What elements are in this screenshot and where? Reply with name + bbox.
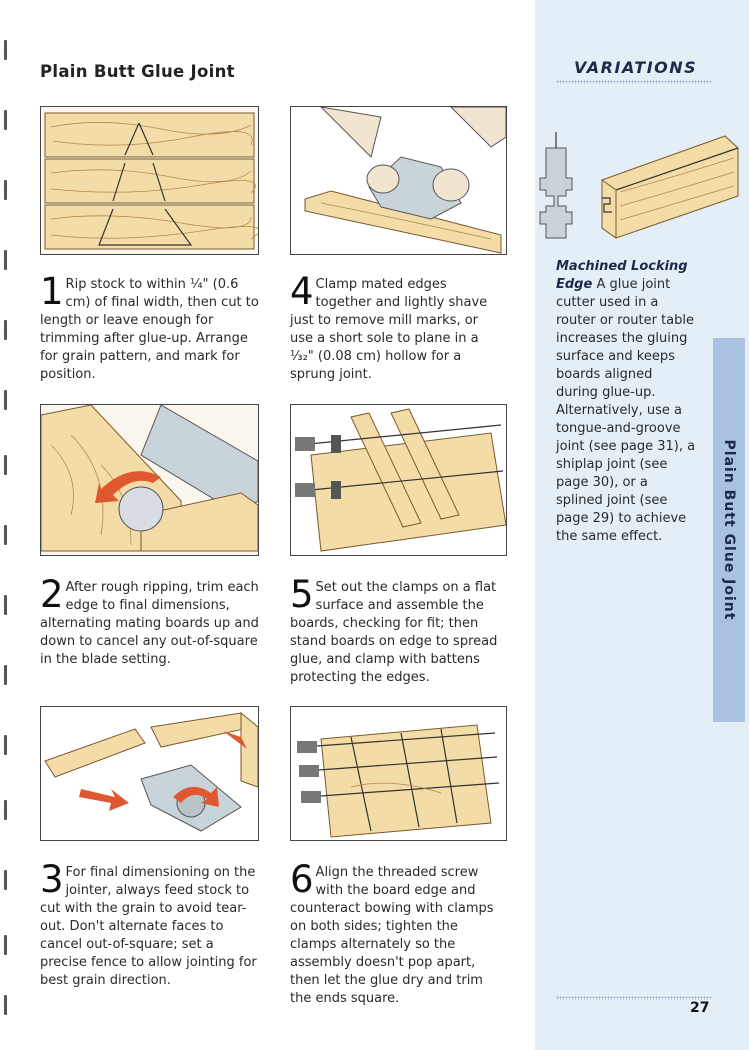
- illustration-step-4: [290, 106, 507, 255]
- chapter-tab: [713, 338, 745, 722]
- step-5: 5 Set out the clamps on a flat surface a…: [290, 573, 505, 687]
- step-number: 1: [40, 270, 64, 313]
- step-number: 2: [40, 573, 64, 616]
- variation-heading: Machined Locking Edge: [556, 259, 688, 292]
- chapter-tab-label: Plain Butt Glue Joint: [721, 439, 737, 621]
- dotted-rule-bottom: [556, 996, 712, 1000]
- step-3: 3 For final dimensioning on the jointer,…: [40, 858, 264, 990]
- step-text: Rip stock to within ¼" (0.6 cm) of final…: [40, 277, 259, 382]
- step-number: 5: [290, 573, 314, 616]
- step-1: 1 Rip stock to within ¼" (0.6 cm) of fin…: [40, 270, 264, 384]
- variation-description: Machined Locking Edge A glue joint cutte…: [556, 258, 698, 546]
- illustration-step-6: [290, 706, 507, 841]
- step-2: 2 After rough ripping, trim each edge to…: [40, 573, 264, 669]
- step-number: 4: [290, 270, 314, 313]
- variation-body: A glue joint cutter used in a router or …: [556, 277, 696, 544]
- step-text: For final dimensioning on the jointer, a…: [40, 865, 257, 988]
- locking-edge-illustration: [520, 128, 740, 248]
- step-number: 3: [40, 858, 64, 901]
- binding-holes: [0, 0, 14, 1050]
- step-text: After rough ripping, trim each edge to f…: [40, 580, 259, 667]
- step-text: Align the threaded screw with the board …: [290, 865, 494, 1006]
- dotted-rule-top: [556, 80, 712, 84]
- illustration-step-2: [40, 404, 259, 556]
- illustration-step-1: [40, 106, 259, 255]
- page-title: Plain Butt Glue Joint: [40, 62, 235, 81]
- variations-title: VARIATIONS: [574, 58, 698, 77]
- step-4: 4 Clamp mated edges together and lightly…: [290, 270, 505, 384]
- page-number: 27: [690, 1000, 710, 1016]
- illustration-step-5: [290, 404, 507, 556]
- step-6: 6 Align the threaded screw with the boar…: [290, 858, 505, 1008]
- illustration-step-3: [40, 706, 259, 841]
- step-text: Clamp mated edges together and lightly s…: [290, 277, 488, 382]
- step-text: Set out the clamps on a flat surface and…: [290, 580, 498, 685]
- step-number: 6: [290, 858, 314, 901]
